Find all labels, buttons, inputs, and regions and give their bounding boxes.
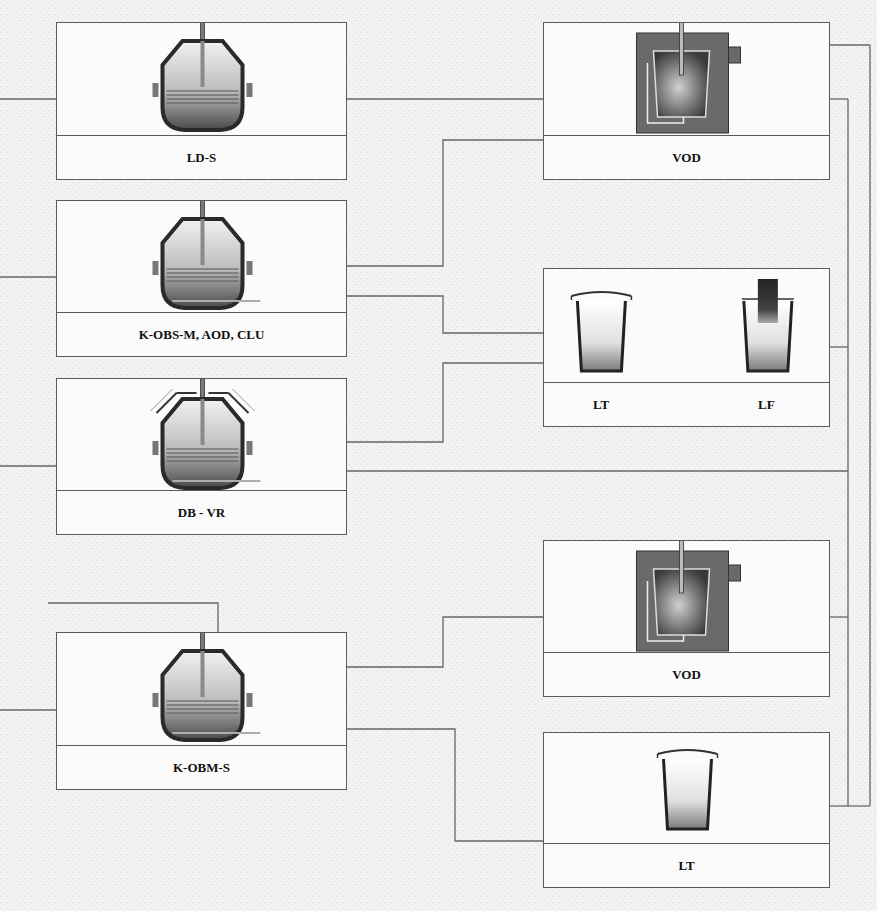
process-box: VOD [543,540,830,697]
flow-connector [347,140,543,266]
label-strip: LT LF [544,382,829,426]
process-box: LT [543,732,830,888]
process-label: LT [593,397,609,413]
flow-connector [347,729,543,841]
process-illustration [57,23,348,138]
process-box: K-OBS-M, AOD, CLU [56,200,347,357]
process-label: VOD [672,150,701,166]
process-box: LD-S [56,22,347,180]
process-label: LD-S [187,150,217,166]
process-label: K-OBS-M, AOD, CLU [139,327,265,343]
label-strip: LD-S [57,135,346,179]
flow-connector [347,363,543,442]
process-illustration [544,733,831,846]
label-strip: VOD [544,135,829,179]
process-label: LF [758,397,775,413]
process-illustration [57,379,348,493]
flow-connector [347,296,543,333]
process-box: LT LF [543,268,830,427]
process-box: VOD [543,22,830,180]
process-illustration [57,633,348,748]
process-label: K-OBM-S [173,760,230,776]
process-illustration [544,23,831,138]
process-box: DB - VR [56,378,347,535]
process-illustration [57,201,348,315]
flow-connector [347,98,543,99]
label-strip: DB - VR [57,490,346,534]
label-strip: VOD [544,652,829,696]
label-strip: K-OBS-M, AOD, CLU [57,312,346,356]
process-label: LT [678,858,694,874]
label-strip: K-OBM-S [57,745,346,789]
process-label: DB - VR [178,505,225,521]
process-label: VOD [672,667,701,683]
process-box: K-OBM-S [56,632,347,790]
label-strip: LT [544,843,829,887]
flow-connector [347,617,543,667]
process-illustration [544,269,831,385]
process-illustration [544,541,831,655]
